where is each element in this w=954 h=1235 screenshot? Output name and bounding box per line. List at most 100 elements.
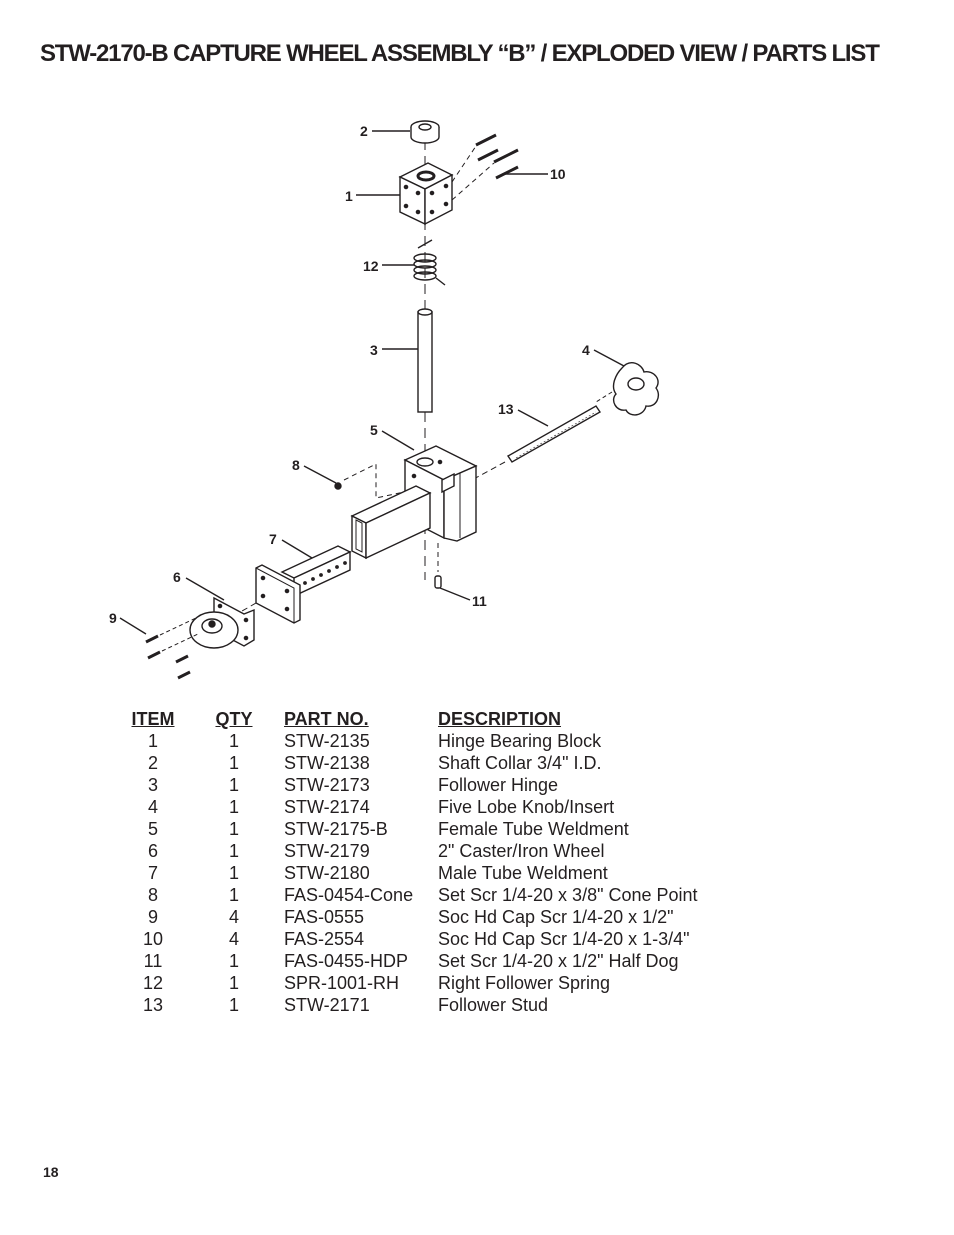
callout-3: 3	[370, 342, 378, 358]
cell-item: 5	[147, 819, 158, 839]
table-row: 5 1 STW-2175-B Female Tube Weldment	[110, 818, 758, 840]
cell-part-no: FAS-2554	[284, 929, 365, 949]
cell-item: 1	[147, 731, 158, 751]
table-row: 1 1 STW-2135 Hinge Bearing Block	[110, 730, 758, 752]
cell-description: Follower Stud	[438, 995, 549, 1015]
cell-item: 3	[147, 775, 158, 795]
cell-part-no: FAS-0455-HDP	[284, 951, 409, 971]
callout-8: 8	[292, 457, 300, 473]
cell-item: 10	[142, 929, 164, 949]
follower-spring-part	[413, 239, 446, 286]
cell-part-no: STW-2138	[284, 753, 370, 773]
cell-item: 7	[147, 863, 158, 883]
cell-description: Female Tube Weldment	[438, 819, 629, 839]
cell-description: Hinge Bearing Block	[438, 731, 602, 751]
cell-part-no: STW-2173	[284, 775, 370, 795]
male-tube-weldment-part	[229, 545, 352, 624]
hinge-bearing-block-part	[398, 162, 454, 226]
callout-12: 12	[363, 258, 379, 274]
cell-item: 4	[147, 797, 158, 817]
cell-qty: 4	[228, 929, 239, 949]
cell-part-no: FAS-0555	[284, 907, 365, 927]
cell-qty: 1	[228, 863, 239, 883]
cell-description: Set Scr 1/4-20 x 1/2" Half Dog	[438, 951, 679, 971]
cell-qty: 1	[228, 797, 239, 817]
cell-part-no: STW-2171	[284, 995, 370, 1015]
table-row: 13 1 STW-2171 Follower Stud	[110, 994, 758, 1016]
page-title: STW-2170-B CAPTURE WHEEL ASSEMBLY “B” / …	[40, 40, 880, 67]
table-row: 4 1 STW-2174 Five Lobe Knob/Insert	[110, 796, 758, 818]
cell-part-no: STW-2180	[284, 863, 370, 883]
table-row: 6 1 STW-2179 2" Caster/Iron Wheel	[110, 840, 758, 862]
column-header-qty: QTY	[215, 709, 253, 729]
cell-description: Follower Hinge	[438, 775, 559, 795]
cell-qty: 1	[228, 951, 239, 971]
cell-part-no: FAS-0454-Cone	[284, 885, 414, 905]
cell-description: Shaft Collar 3/4" I.D.	[438, 753, 602, 773]
callout-7: 7	[269, 531, 277, 547]
cell-item: 9	[147, 907, 158, 927]
follower-hinge-part	[417, 308, 433, 413]
table-row: 7 1 STW-2180 Male Tube Weldment	[110, 862, 758, 884]
callout-2: 2	[360, 123, 368, 139]
cell-qty: 1	[228, 819, 239, 839]
cell-description: Male Tube Weldment	[438, 863, 608, 883]
table-row: 9 4 FAS-0555 Soc Hd Cap Scr 1/4-20 x 1/2"	[110, 906, 758, 928]
cell-part-no: STW-2135	[284, 731, 370, 751]
cell-part-no: STW-2175-B	[284, 819, 388, 839]
cell-qty: 1	[228, 753, 239, 773]
callout-1: 1	[345, 188, 353, 204]
callout-11: 11	[472, 593, 487, 609]
cell-item: 11	[143, 951, 163, 971]
cell-qty: 1	[228, 995, 239, 1015]
square-tube-part	[350, 485, 432, 560]
half-dog-set-screw-part	[434, 543, 442, 589]
cell-qty: 1	[228, 885, 239, 905]
cell-description: Five Lobe Knob/Insert	[438, 797, 615, 817]
column-header-part-no: PART NO.	[284, 709, 369, 729]
cell-item: 12	[142, 973, 164, 993]
short-cap-screws-part	[145, 617, 199, 680]
cell-description: Soc Hd Cap Scr 1/4-20 x 1/2"	[438, 907, 674, 927]
caster-part	[189, 596, 255, 649]
table-header-row: ITEM QTY PART NO. DESCRIPTION	[110, 708, 758, 730]
cell-qty: 4	[228, 907, 239, 927]
column-header-description: DESCRIPTION	[438, 709, 562, 729]
cell-description: Set Scr 1/4-20 x 3/8" Cone Point	[438, 885, 698, 905]
cell-qty: 1	[228, 775, 239, 795]
cell-description: Soc Hd Cap Scr 1/4-20 x 1-3/4"	[438, 929, 690, 949]
callout-13: 13	[498, 401, 514, 417]
table-row: 3 1 STW-2173 Follower Hinge	[110, 774, 758, 796]
page-number: 18	[43, 1164, 59, 1180]
column-header-item: ITEM	[131, 709, 175, 729]
cell-item: 6	[147, 841, 158, 861]
long-cap-screws-part	[451, 133, 519, 201]
cone-set-screw-part	[334, 463, 405, 499]
shaft-collar-part	[410, 120, 440, 144]
cell-item: 8	[147, 885, 158, 905]
table-row: 10 4 FAS-2554 Soc Hd Cap Scr 1/4-20 x 1-3/4…	[110, 928, 758, 950]
cell-qty: 1	[228, 731, 239, 751]
callout-5: 5	[370, 422, 378, 438]
cell-part-no: STW-2174	[284, 797, 370, 817]
cell-item: 2	[147, 753, 158, 773]
callout-4: 4	[582, 342, 590, 358]
table-row: 12 1 SPR-1001-RH Right Follower Spring	[110, 972, 758, 994]
cell-description: Right Follower Spring	[438, 973, 611, 993]
cell-part-no: SPR-1001-RH	[284, 973, 400, 993]
table-row: 8 1 FAS-0454-Cone Set Scr 1/4-20 x 3/8" Con…	[110, 884, 758, 906]
five-lobe-knob-part	[595, 362, 660, 416]
cell-qty: 1	[228, 973, 239, 993]
table-row: 2 1 STW-2138 Shaft Collar 3/4" I.D.	[110, 752, 758, 774]
follower-stud-part	[471, 405, 601, 481]
cell-description: 2" Caster/Iron Wheel	[438, 841, 605, 861]
cell-qty: 1	[228, 841, 239, 861]
exploded-view-diagram: 2 1 10 12 3 4 13 5 8 7 6 9 11	[109, 120, 660, 680]
callout-9: 9	[109, 610, 117, 626]
cell-item: 13	[142, 995, 164, 1015]
cell-part-no: STW-2179	[284, 841, 370, 861]
callout-10: 10	[550, 166, 566, 182]
callout-6: 6	[173, 569, 181, 585]
